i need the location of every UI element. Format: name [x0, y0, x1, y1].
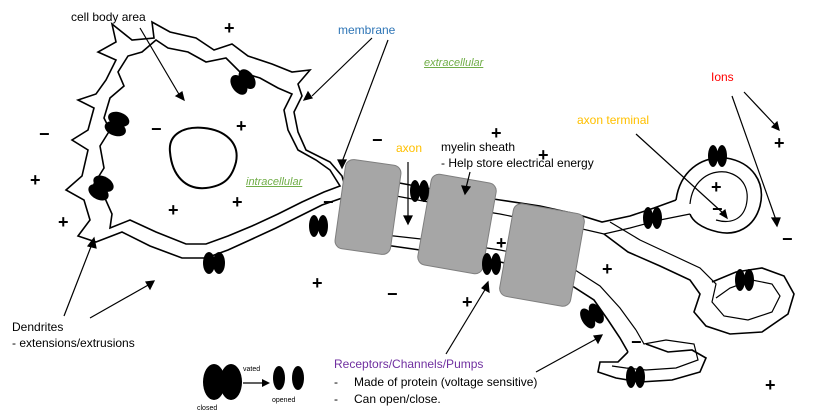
arrow-membrane-1 — [311, 37, 373, 97]
nucleus — [168, 126, 238, 190]
legend-activated-label: vated — [243, 366, 261, 373]
arrow-receptor-2-head — [593, 334, 604, 345]
channel-axon-lower — [309, 215, 328, 237]
plus-sign: + — [711, 177, 722, 197]
arrow-receptor-1-head — [481, 280, 490, 294]
minus-sign: − — [782, 229, 793, 249]
plus-sign: + — [58, 212, 69, 232]
legend-opened-channel — [273, 366, 304, 390]
channel-node-2 — [482, 253, 501, 275]
arrow-dendrite-1 — [63, 243, 93, 317]
arrow-membrane-1-head — [302, 90, 313, 101]
plus-sign: + — [538, 145, 549, 165]
minus-sign: − — [631, 332, 642, 352]
channel-node-1 — [410, 180, 429, 202]
arrow-terminal — [635, 133, 725, 215]
arrow-ions-2 — [731, 95, 777, 221]
arrow-ions-2-head — [770, 217, 781, 228]
receptor-note-2: - Can open/close. — [334, 391, 537, 408]
arrow-membrane-2 — [341, 39, 389, 163]
axon-terminal-loop-upper — [675, 157, 763, 234]
channel-terminal-left — [643, 207, 662, 229]
myelin-segment-1 — [334, 159, 402, 255]
channel-cell-left — [104, 111, 130, 137]
arrow-terminal-head — [718, 208, 728, 220]
plus-sign: + — [462, 292, 473, 312]
channel-axon-branch — [580, 303, 604, 329]
label-intracellular: intracellular — [246, 176, 303, 188]
myelin-segment-2 — [417, 173, 497, 275]
plus-sign: + — [30, 170, 41, 190]
plus-sign: + — [312, 273, 323, 293]
arrow-cell-body-head — [174, 91, 185, 102]
myelin-segment-3 — [499, 203, 585, 307]
arrow-receptor-1 — [445, 287, 487, 355]
minus-sign: − — [372, 130, 383, 150]
channel-terminal-bottom — [626, 366, 645, 388]
axon-terminal-loop-upper-inner — [689, 171, 748, 223]
channel-cell-lower-left — [88, 175, 114, 201]
channel-cell-bottom — [203, 252, 225, 274]
dendrites-block: Dendrites - extensions/extrusions — [12, 319, 135, 351]
arrow-membrane-2-head — [337, 159, 347, 170]
receptor-note-2-text: Can open/close. — [354, 392, 441, 406]
minus-sign: − — [712, 199, 723, 219]
plus-sign: + — [491, 123, 502, 143]
plus-sign: + — [774, 133, 785, 153]
axon-terminal-branch-middle — [603, 233, 795, 335]
arrow-receptor-2 — [535, 337, 599, 373]
receptor-note-1: - Made of protein (voltage sensitive) — [334, 374, 537, 391]
legend-closed-channel — [203, 364, 242, 400]
plus-sign: + — [232, 192, 243, 212]
bullet-1: - — [334, 375, 338, 389]
minus-sign: − — [151, 119, 162, 139]
plus-sign: + — [168, 200, 179, 220]
channel-terminal-top — [708, 145, 727, 167]
plus-sign: + — [765, 375, 776, 395]
arrow-dendrite-2-head — [145, 280, 156, 291]
legend-opened-label: opened — [272, 397, 296, 404]
minus-sign: − — [323, 192, 334, 212]
axon-terminal-branch-middle-inner — [609, 221, 781, 321]
minus-sign: − — [39, 124, 50, 144]
plus-sign: + — [224, 18, 235, 38]
plus-sign: + — [496, 233, 507, 253]
label-axon-terminal: axon terminal — [577, 113, 650, 127]
label-myelin-note: - Help store electrical energy — [441, 156, 594, 170]
label-dendrites-note: - extensions/extrusions — [12, 336, 135, 350]
arrow-cell-body — [139, 27, 181, 97]
receptor-note-1-text: Made of protein (voltage sensitive) — [354, 375, 538, 389]
arrow-ions-1 — [743, 91, 777, 127]
label-extracellular: extracellular — [424, 57, 484, 69]
bullet-2: - — [334, 392, 338, 406]
cell-body-outer-membrane — [64, 20, 349, 259]
arrow-dendrite-1-head — [86, 236, 97, 249]
label-receptors-title: Receptors/Channels/Pumps — [334, 357, 484, 371]
label-axon: axon — [396, 141, 423, 155]
myelin-sheath-block: myelin sheath - Help store electrical en… — [441, 139, 594, 171]
label-dendrites-title: Dendrites — [12, 320, 64, 334]
arrow-dendrite-2 — [89, 283, 151, 319]
label-membrane: membrane — [338, 23, 396, 37]
label-cell-body: cell body area — [71, 10, 146, 24]
channel-cell-top — [230, 69, 256, 95]
plus-sign: + — [236, 116, 247, 136]
arrow-myelin — [465, 171, 471, 189]
legend-arrow-head — [262, 379, 270, 387]
legend-closed-label: closed — [197, 405, 218, 412]
arrow-myelin-head — [461, 185, 472, 196]
channel-terminal-right — [735, 269, 754, 291]
minus-sign: − — [387, 284, 398, 304]
receptors-notes: - Made of protein (voltage sensitive) - Ca… — [334, 374, 537, 408]
arrow-axon-head — [403, 215, 413, 226]
axon-terminal-branch-lower — [597, 343, 708, 383]
arrow-ions-1-head — [770, 120, 780, 132]
label-myelin-title: myelin sheath — [441, 140, 516, 154]
plus-sign: + — [602, 259, 613, 279]
label-ions: Ions — [711, 70, 734, 84]
